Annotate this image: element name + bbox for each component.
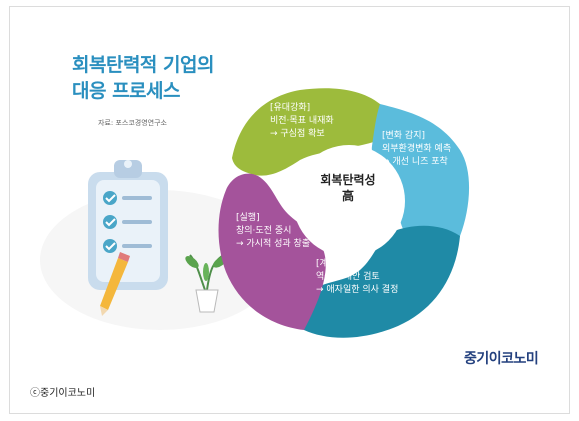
segment-line-2: → 개선 니즈 포착 bbox=[382, 157, 448, 167]
center-line-2: 高 bbox=[341, 189, 354, 203]
center-circle bbox=[293, 145, 405, 257]
source-note: 자료: 포스코경영연구소 bbox=[98, 119, 167, 127]
segment-tag: [실행] bbox=[236, 213, 260, 223]
pencil-icon bbox=[100, 252, 130, 316]
segment-execute bbox=[218, 173, 326, 330]
segment-line-1: 창의·도전 중시 bbox=[236, 226, 292, 236]
segment-line-2: → 구심점 확보 bbox=[270, 129, 325, 139]
title-line-2: 대응 프로세스 bbox=[72, 80, 180, 102]
diagram-title: 회복탄력적 기업의 대응 프로세스 bbox=[72, 52, 214, 104]
segment-tag: [계획 수립] bbox=[316, 259, 360, 269]
segment-line-2: → 애자일한 의사 결정 bbox=[316, 285, 399, 295]
segment-bonding bbox=[232, 88, 390, 176]
title-line-1: 회복탄력적 기업의 bbox=[72, 54, 214, 76]
center-label: 회복탄력성 高 bbox=[294, 172, 402, 204]
segment-line-1: 비전·목표 내재화 bbox=[270, 116, 334, 126]
segment-line-2: → 가시적 성과 창출 bbox=[236, 239, 311, 249]
segment-plan bbox=[299, 225, 460, 338]
segment-plan-text: [계획 수립] 역동적 대안 검토 → 애자일한 의사 결정 bbox=[316, 258, 398, 297]
potted-plant-icon bbox=[185, 254, 227, 313]
clipboard-checklist-icon bbox=[88, 160, 168, 290]
copyright-caption: ⓒ중기이코노미 bbox=[30, 388, 96, 399]
center-line-1: 회복탄력성 bbox=[320, 173, 376, 187]
segment-detect bbox=[371, 104, 470, 248]
segment-tag: [유대강화] bbox=[270, 103, 311, 113]
segment-line-1: 외부환경변화 예측 bbox=[382, 144, 452, 154]
segment-detect-text: [변화 감지] 외부환경변화 예측 → 개선 니즈 포착 bbox=[382, 130, 451, 169]
segment-line-1: 역동적 대안 검토 bbox=[316, 272, 380, 282]
segment-tag: [변화 감지] bbox=[382, 131, 426, 141]
brand-logo-text: 중기이코노미 bbox=[464, 351, 539, 367]
segment-execute-text: [실행] 창의·도전 중시 → 가시적 성과 창출 bbox=[236, 212, 310, 251]
segment-bonding-text: [유대강화] 비전·목표 내재화 → 구심점 확보 bbox=[270, 102, 334, 141]
